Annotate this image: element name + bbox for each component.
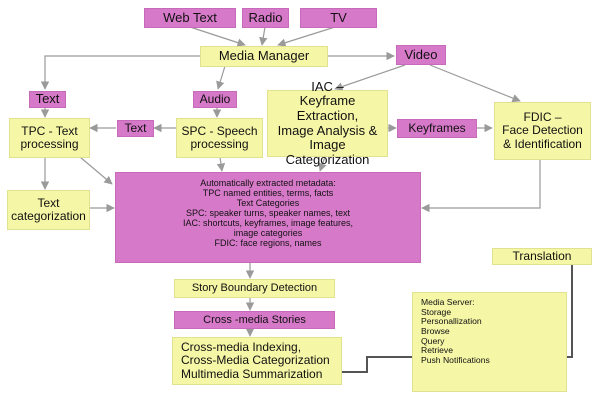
radio-node: Radio: [242, 8, 289, 28]
metadata-node: Automatically extracted metadata: TPC na…: [115, 172, 421, 263]
tpc-node: TPC - Text processing: [9, 118, 90, 158]
translation-node: Translation: [492, 248, 592, 265]
connector-indexing-to-mediaserver: [342, 356, 412, 373]
edge-spc-to-metadata: [216, 156, 226, 172]
iac-node: IAC – Keyframe Extraction, Image Analysi…: [267, 79, 388, 166]
story-boundary-node: Story Boundary Detection: [174, 279, 335, 298]
cross-media-stories-node: Cross -media Stories: [174, 311, 335, 329]
edge-mediamanager-to-audio: [216, 65, 226, 90]
audio-node: Audio: [193, 91, 237, 108]
video-node: Video: [396, 45, 446, 65]
spc-node: SPC - Speech processing: [176, 118, 263, 158]
cross-media-indexing-node: Cross-media Indexing, Cross-Media Catego…: [172, 337, 342, 385]
edge-video-to-iac: [334, 64, 406, 91]
edge-mediamanager-to-text: [40, 55, 200, 90]
media-manager-node: Media Manager: [200, 46, 328, 67]
text-node-top: Text: [29, 91, 66, 108]
edge-tpc-to-metadata: [79, 156, 113, 185]
edge-radio-to-mediamanager: [259, 26, 268, 46]
fdic-node: FDIC – Face Detection & Identification: [494, 102, 591, 160]
connector-translation-to-mediaserver: [567, 264, 573, 358]
edge-fdic-to-metadata: [421, 160, 541, 213]
text-node-mid: Text: [117, 120, 154, 137]
web-text-node: Web Text: [144, 8, 236, 28]
tv-node: TV: [300, 8, 377, 28]
edge-webtext-to-mediamanager: [189, 26, 246, 47]
edge-tv-to-mediamanager: [277, 26, 336, 47]
keyframes-node: Keyframes: [397, 119, 477, 138]
text-categorization-node: Text categorization: [7, 190, 90, 230]
edge-video-to-fdic: [429, 64, 521, 103]
edge-iac-to-metadata: [318, 156, 327, 172]
media-server-node: Media Server: Storage Personallization B…: [412, 292, 567, 392]
